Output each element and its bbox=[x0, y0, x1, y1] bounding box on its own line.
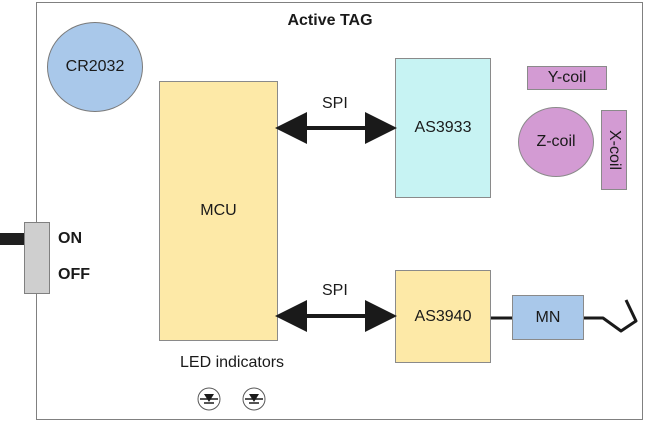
mn-block: MN bbox=[512, 295, 584, 340]
as3933-block: AS3933 bbox=[395, 58, 491, 198]
spi-top-label: SPI bbox=[322, 95, 348, 112]
switch-lever bbox=[0, 233, 26, 245]
antenna-icon bbox=[584, 299, 638, 333]
as3940-label: AS3940 bbox=[414, 307, 472, 325]
x-coil: X-coil bbox=[601, 110, 627, 190]
battery-cr2032: CR2032 bbox=[47, 22, 143, 112]
y-coil-label: Y-coil bbox=[547, 69, 587, 86]
mcu-label: MCU bbox=[200, 202, 237, 219]
mn-label: MN bbox=[535, 308, 561, 326]
led-indicators-label: LED indicators bbox=[180, 354, 285, 371]
battery-label: CR2032 bbox=[65, 58, 125, 75]
switch-on-label: ON bbox=[58, 230, 82, 247]
y-coil: Y-coil bbox=[527, 66, 607, 90]
diagram-title: Active TAG bbox=[287, 12, 373, 29]
z-coil: Z-coil bbox=[518, 107, 594, 177]
led-icon bbox=[197, 387, 221, 411]
mcu-block: MCU bbox=[159, 81, 278, 341]
as3933-label: AS3933 bbox=[414, 119, 472, 136]
switch-off-label: OFF bbox=[58, 266, 90, 283]
power-switch bbox=[24, 222, 50, 294]
z-coil-label: Z-coil bbox=[536, 133, 576, 150]
as3940-block: AS3940 bbox=[395, 270, 491, 363]
spi-bottom-label: SPI bbox=[322, 282, 348, 299]
led-icon bbox=[242, 387, 266, 411]
